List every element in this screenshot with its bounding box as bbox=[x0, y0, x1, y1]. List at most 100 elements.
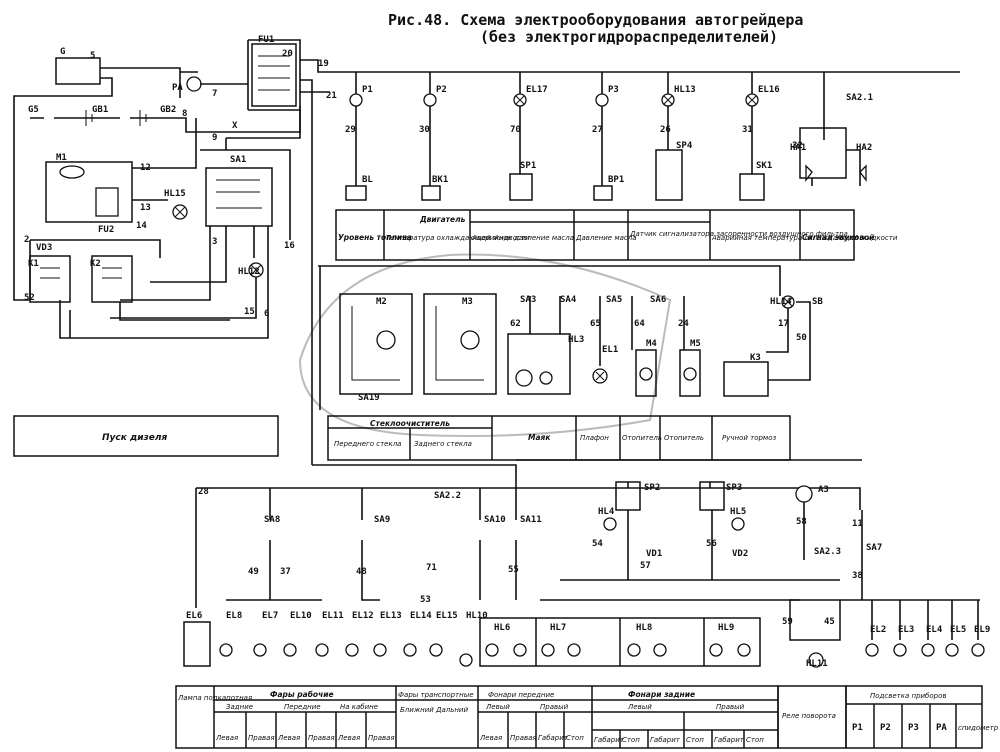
wire-number: 28 bbox=[198, 487, 209, 497]
component-label: HL9 bbox=[718, 623, 734, 633]
component-label: HL4 bbox=[598, 507, 615, 517]
diagram-title: Рис.48. Схема электрооборудования автогр… bbox=[388, 12, 803, 46]
legend-group: Реле поворота bbox=[782, 712, 836, 720]
lamp-hl3 bbox=[539, 371, 553, 385]
lamp-hl9-a bbox=[709, 643, 723, 657]
lamp-el12 bbox=[345, 643, 359, 657]
middle-cell: Маяк bbox=[528, 433, 551, 442]
component-label: HL14 bbox=[770, 297, 792, 307]
heater-m5 bbox=[679, 349, 701, 397]
lamp-row bbox=[183, 621, 985, 667]
lamp-el13 bbox=[373, 643, 387, 657]
component-label: A3 bbox=[818, 485, 829, 495]
component-label: SA2.3 bbox=[814, 547, 841, 557]
legend-cell: Стоп bbox=[622, 736, 640, 744]
legend-instrument: P3 bbox=[908, 723, 919, 733]
wire-number: 38 bbox=[852, 571, 863, 581]
component-label: HL3 bbox=[568, 335, 584, 345]
component-label: EL15 bbox=[436, 611, 458, 621]
lamp-el6 bbox=[183, 621, 211, 667]
wire-number: 37 bbox=[280, 567, 291, 577]
title-line: Рис.48. Схема электрооборудования автогр… bbox=[388, 11, 804, 29]
component-label: HA1 bbox=[790, 143, 806, 153]
engine-cell: Давление масла bbox=[575, 234, 637, 242]
lamp-el15 bbox=[429, 643, 443, 657]
wire-number: 11 bbox=[852, 519, 863, 529]
panel-texts: Двигатель Уровень топлива Температура ох… bbox=[102, 215, 999, 744]
lamp-el8 bbox=[219, 643, 233, 657]
component-label: HL13 bbox=[674, 85, 696, 95]
wire-number: 45 bbox=[824, 617, 835, 627]
beacon-hl3-block bbox=[507, 333, 571, 395]
component-label: SA6 bbox=[650, 295, 666, 305]
relay-k3 bbox=[723, 361, 769, 397]
component-label: SA5 bbox=[606, 295, 622, 305]
lamp-hl5 bbox=[731, 517, 745, 531]
sensor-bk1 bbox=[421, 185, 441, 201]
wire-number: 9 bbox=[212, 133, 217, 143]
legend-subgroup: Дальний bbox=[435, 706, 468, 714]
wire-number: 57 bbox=[640, 561, 651, 571]
lamp-el14 bbox=[403, 643, 417, 657]
engine-cell: Аварийная температура охлаждающей жидкос… bbox=[711, 234, 898, 242]
watermark bbox=[298, 253, 672, 437]
legend-cell: Левая bbox=[479, 734, 502, 742]
component-label: HL5 bbox=[730, 507, 746, 517]
component-label: EL7 bbox=[262, 611, 278, 621]
engine-cell: Датчик сигнализатора засоренности воздуш… bbox=[629, 230, 848, 238]
lamp-el4 bbox=[921, 643, 935, 657]
wire-number: 49 bbox=[248, 567, 259, 577]
gauge-p1 bbox=[349, 93, 363, 107]
legend-cell: Левая bbox=[277, 734, 300, 742]
component-label: SA8 bbox=[264, 515, 280, 525]
lamp-el11 bbox=[315, 643, 329, 657]
lamp-el10 bbox=[283, 643, 297, 657]
relay-a3 bbox=[795, 485, 813, 503]
wire-number: 2 bbox=[24, 235, 29, 245]
lamp-hl6-a bbox=[485, 643, 499, 657]
start-block-frame bbox=[13, 415, 279, 457]
legend-cell: Стоп bbox=[566, 734, 584, 742]
engine-cell: Сигнал звуковой bbox=[802, 233, 875, 242]
component-label: GB2 bbox=[160, 105, 176, 115]
component-label: EL5 bbox=[950, 625, 966, 635]
legend-instrument: P1 bbox=[852, 723, 863, 733]
wire-number: 21 bbox=[326, 91, 337, 101]
wire-number: 32 bbox=[792, 141, 803, 151]
gauge-p2 bbox=[423, 93, 437, 107]
middle-header: Стеклоочиститель bbox=[370, 419, 450, 428]
lamp-hl4 bbox=[603, 517, 617, 531]
component-label: EL17 bbox=[526, 85, 548, 95]
component-label: EL3 bbox=[898, 625, 914, 635]
horn-ha2 bbox=[859, 164, 867, 182]
starter-m1-block bbox=[45, 161, 133, 223]
legend-cell: Правая bbox=[510, 734, 537, 742]
legend-group: Фары рабочие bbox=[270, 690, 334, 699]
wire-number: 64 bbox=[634, 319, 645, 329]
component-label: SA11 bbox=[520, 515, 542, 525]
engine-cell: Температура охлаждающей жидкости bbox=[386, 234, 530, 242]
wire-number: 50 bbox=[796, 333, 807, 343]
starter-relay bbox=[95, 187, 119, 217]
component-label: EL6 bbox=[186, 611, 202, 621]
switch-sa1 bbox=[205, 167, 273, 227]
wire-number: 65 bbox=[590, 319, 601, 329]
wire-number: 16 bbox=[284, 241, 295, 251]
wire-number: 24 bbox=[678, 319, 689, 329]
component-label: HL10 bbox=[466, 611, 488, 621]
component-label: FU2 bbox=[98, 225, 114, 235]
legend-table bbox=[175, 685, 983, 749]
sensor-bp1 bbox=[593, 185, 613, 201]
wire-number: 53 bbox=[420, 595, 431, 605]
component-label: P2 bbox=[436, 85, 447, 95]
component-label: VD1 bbox=[646, 549, 662, 559]
wire-number: 7 bbox=[212, 89, 217, 99]
relay-k2 bbox=[91, 255, 133, 303]
component-label: HL12 bbox=[238, 267, 260, 277]
component-label: SA2.2 bbox=[434, 491, 461, 501]
component-label: G5 bbox=[28, 105, 39, 115]
component-label: EL11 bbox=[322, 611, 344, 621]
component-label: SA9 bbox=[374, 515, 390, 525]
component-label: X bbox=[232, 121, 238, 131]
